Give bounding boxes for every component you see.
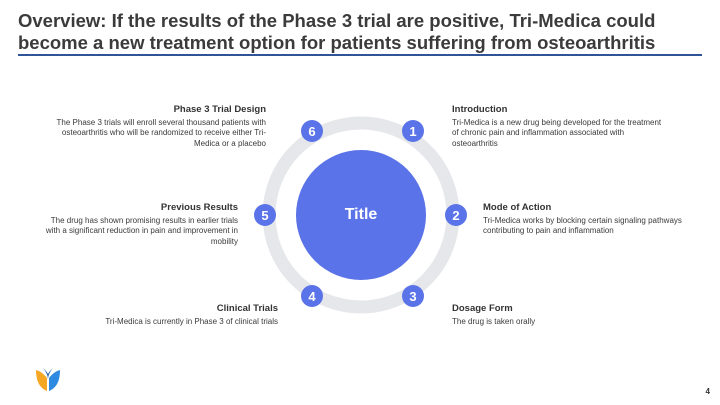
step-text-4: Tri-Medica is currently in Phase 3 of cl… <box>105 317 278 326</box>
badge-circle-6 <box>301 120 323 142</box>
step-heading-2: Mode of Action <box>483 202 552 213</box>
step-block-5: Previous Results The drug has shown prom… <box>40 202 238 247</box>
step-heading-3: Dosage Form <box>452 303 513 314</box>
step-badge-5: 5 <box>261 207 269 223</box>
title-divider <box>18 54 702 56</box>
page-number: 4 <box>705 387 710 396</box>
badge-circle-5 <box>254 204 276 226</box>
step-badge-6: 6 <box>308 123 316 139</box>
step-block-6: Phase 3 Trial Design The Phase 3 trials … <box>48 104 266 149</box>
step-heading-5: Previous Results <box>160 202 238 213</box>
step-heading-1: Introduction <box>452 104 508 115</box>
badge-circle-2 <box>445 204 467 226</box>
badge-circle-3 <box>402 285 424 307</box>
step-heading-6: Phase 3 Trial Design <box>173 104 266 115</box>
step-block-2: Mode of Action Tri-Medica works by block… <box>483 202 683 237</box>
step-heading-4: Clinical Trials <box>216 303 278 314</box>
center-circle <box>296 150 426 280</box>
step-badge-1: 1 <box>409 123 417 139</box>
step-text-6: The Phase 3 trials will enroll several t… <box>56 118 266 148</box>
badge-circle-1 <box>402 120 424 142</box>
step-text-1: Tri-Medica is a new drug being developed… <box>452 118 662 148</box>
slide-title: Overview: If the results of the Phase 3 … <box>18 10 656 53</box>
badge-circle-4 <box>301 285 323 307</box>
step-text-5: The drug has shown promising results in … <box>45 216 238 246</box>
step-badge-2: 2 <box>452 207 460 223</box>
step-block-1: Introduction Tri-Medica is a new drug be… <box>452 104 662 149</box>
step-block-3: Dosage Form The drug is taken orally <box>452 303 652 327</box>
step-badge-4: 4 <box>308 288 316 304</box>
step-block-4: Clinical Trials Tri-Medica is currently … <box>70 303 278 327</box>
company-logo <box>36 368 60 391</box>
step-badge-3: 3 <box>409 288 417 304</box>
step-text-3: The drug is taken orally <box>452 317 536 326</box>
step-text-2: Tri-Medica works by blocking certain sig… <box>483 216 682 236</box>
center-title: Title <box>344 206 378 223</box>
